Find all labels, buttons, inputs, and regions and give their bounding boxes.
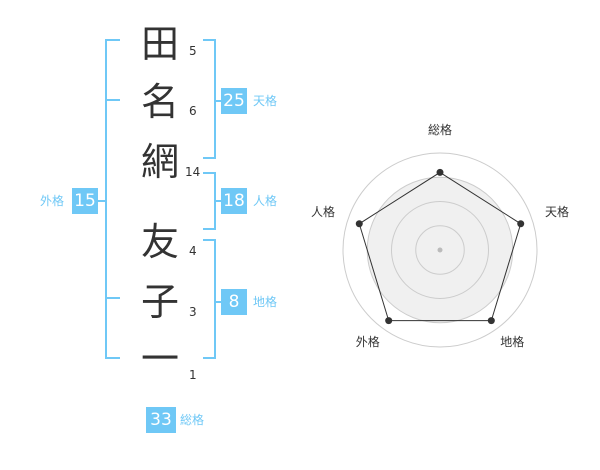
- radar-rings: [342, 152, 538, 348]
- chikaku-label: 地格: [253, 295, 278, 309]
- tenkaku-bracket: [203, 39, 216, 159]
- chikaku-value-badge: 8: [221, 289, 247, 315]
- char-5: 子: [140, 280, 179, 324]
- radar-points: [355, 168, 525, 325]
- jinkaku-value-badge: 18: [221, 188, 247, 214]
- chikaku-bracket: [203, 239, 216, 359]
- char-6: 一: [140, 337, 179, 381]
- stroke-count-6: 1: [189, 368, 197, 382]
- radar-polygon: [358, 171, 522, 322]
- jinkaku-label: 人格: [253, 194, 278, 208]
- radar-shape: [358, 171, 522, 322]
- radar-center: [437, 247, 443, 253]
- stroke-count-3: 14: [185, 165, 201, 179]
- char-3: 網: [140, 140, 179, 184]
- radar-point-人格: [355, 220, 363, 228]
- gaikaku-value-badge: 15: [72, 188, 98, 214]
- char-2: 名: [140, 80, 179, 124]
- stroke-count-2: 6: [189, 104, 197, 118]
- radar-point-外格: [385, 317, 393, 325]
- radar-ring-4: [342, 152, 538, 348]
- stroke-count-5: 3: [189, 305, 197, 319]
- gaikaku-bracket: [105, 39, 120, 359]
- char-4: 友: [140, 220, 179, 264]
- radar-axis-label: 天格: [545, 204, 569, 219]
- radar-axis-label: 外格: [356, 334, 380, 349]
- soukaku-label: 総格: [180, 413, 205, 427]
- stroke-count-4: 4: [189, 244, 197, 258]
- radar-point-天格: [517, 220, 525, 228]
- stroke-count-1: 5: [189, 44, 197, 58]
- tenkaku-value-badge: 25: [221, 88, 247, 114]
- radar-axis-label: 地格: [500, 334, 524, 349]
- tenkaku-label: 天格: [253, 94, 278, 108]
- radar-axis-label: 人格: [311, 204, 335, 219]
- radar-point-総格: [436, 168, 444, 176]
- soukaku-value-badge: 33: [146, 407, 176, 433]
- char-1: 田: [140, 22, 179, 66]
- radar-point-地格: [487, 317, 495, 325]
- gaikaku-label: 外格: [40, 194, 65, 208]
- radar-axis-label: 総格: [428, 122, 452, 137]
